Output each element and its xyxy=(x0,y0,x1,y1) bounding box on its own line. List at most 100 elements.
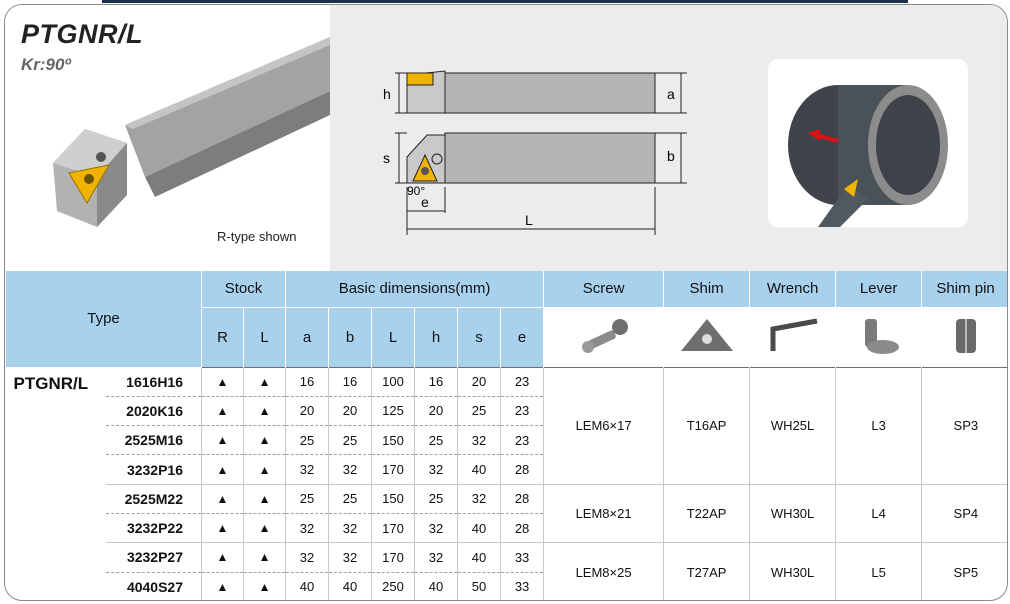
stock-l: ▲ xyxy=(242,396,286,427)
wrench-icon xyxy=(770,318,818,351)
dim-e: 23 xyxy=(500,425,544,456)
col-shim-pin-header: Shim pin xyxy=(921,271,1007,308)
col-shim-header: Shim xyxy=(663,271,751,308)
dim-h: 32 xyxy=(414,542,458,573)
shim-icon xyxy=(680,319,733,351)
wrench-value: WH30L xyxy=(749,542,836,600)
dim-b: 25 xyxy=(328,425,372,456)
col-stock-header: Stock xyxy=(200,271,287,308)
stock-r: ▲ xyxy=(201,572,244,600)
dim-a: 25 xyxy=(285,484,329,514)
shim-pin-value: SP3 xyxy=(921,366,1007,485)
lever-value: L3 xyxy=(835,366,922,485)
shim-value: T27AP xyxy=(663,542,750,600)
col-lever-header: Lever xyxy=(835,271,923,308)
wrench-value: WH25L xyxy=(749,366,836,485)
dim-a: 32 xyxy=(285,454,329,485)
drawing-panel: h a s b 90° e L xyxy=(330,5,1007,271)
dim-b: 16 xyxy=(328,366,372,397)
screw-value: LEM8×21 xyxy=(543,484,664,544)
lever-value: L5 xyxy=(835,542,922,600)
stock-r: ▲ xyxy=(201,484,244,514)
screw-value: LEM8×25 xyxy=(543,542,664,600)
tool-image-panel: PTGNR/L Kr:90º R-type shown xyxy=(5,5,330,271)
tool-holder-illustration xyxy=(53,37,330,227)
top-accent-bar xyxy=(102,0,908,3)
dim-a: 25 xyxy=(285,425,329,456)
dim-h: 16 xyxy=(414,366,458,397)
model-code: 3232P16 xyxy=(105,454,202,485)
shim-pin-value: SP4 xyxy=(921,484,1007,544)
stock-l: ▲ xyxy=(242,513,286,544)
dim-length: 170 xyxy=(371,454,415,485)
model-code: 3232P27 xyxy=(105,542,202,573)
dim-length: 150 xyxy=(371,484,415,514)
stock-l: ▲ xyxy=(242,484,286,514)
col-screw-header: Screw xyxy=(543,271,665,308)
model-code: 2525M22 xyxy=(105,484,202,514)
stock-l: ▲ xyxy=(242,454,286,485)
shim-pin-icon xyxy=(955,319,976,353)
dim-b: 25 xyxy=(328,484,372,514)
stock-l: ▲ xyxy=(242,572,286,600)
dim-a: 32 xyxy=(285,513,329,544)
wrench-image xyxy=(749,307,837,367)
lever-icon xyxy=(864,319,899,354)
dim-s: 32 xyxy=(457,425,501,456)
dim-length: 250 xyxy=(371,572,415,600)
dim-s: 40 xyxy=(457,454,501,485)
dim-h: 32 xyxy=(414,454,458,485)
stock-r: ▲ xyxy=(201,513,244,544)
dim-e: 23 xyxy=(500,396,544,427)
shim-pin-value: SP5 xyxy=(921,542,1007,600)
r-type-note: R-type shown xyxy=(217,229,297,244)
dim-b: 32 xyxy=(328,513,372,544)
dim-h: 40 xyxy=(414,572,458,600)
dim-a: 40 xyxy=(285,572,329,600)
dim-a: 20 xyxy=(285,396,329,427)
dim-a: 16 xyxy=(285,366,329,397)
dim-a: 32 xyxy=(285,542,329,573)
dim-s: 50 xyxy=(457,572,501,600)
dim-e-label: e xyxy=(421,194,429,210)
dim-e: 33 xyxy=(500,542,544,573)
model-code: 1616H16 xyxy=(105,366,202,397)
dim-s: 40 xyxy=(457,513,501,544)
dim-e: 23 xyxy=(500,366,544,397)
stock-l: ▲ xyxy=(242,425,286,456)
sub-header-length: L xyxy=(371,307,416,367)
page-title: PTGNR/L xyxy=(21,19,143,49)
dim-h-label: h xyxy=(383,86,391,102)
dim-b: 20 xyxy=(328,396,372,427)
sub-header-b: b xyxy=(328,307,373,367)
shim-value: T22AP xyxy=(663,484,750,544)
dim-b: 40 xyxy=(328,572,372,600)
dim-length: 170 xyxy=(371,513,415,544)
dim-h: 25 xyxy=(414,425,458,456)
dim-b: 32 xyxy=(328,542,372,573)
dimension-drawing: h a s b 90° e L xyxy=(383,70,687,235)
col-basic-dimensions-header: Basic dimensions(mm) xyxy=(285,271,545,308)
dim-length: 170 xyxy=(371,542,415,573)
catalog-frame: PTGNR/L Kr:90º R-type shown h a xyxy=(4,4,1008,601)
sub-header-L: L xyxy=(242,307,287,367)
sub-header-h: h xyxy=(414,307,459,367)
stock-r: ▲ xyxy=(201,454,244,485)
dim-s: 25 xyxy=(457,396,501,427)
dim-s-label: s xyxy=(383,150,390,166)
screw-icon xyxy=(581,319,628,353)
wrench-value: WH30L xyxy=(749,484,836,544)
dim-s: 20 xyxy=(457,366,501,397)
model-code: 2020K16 xyxy=(105,396,202,427)
col-wrench-header: Wrench xyxy=(749,271,837,308)
sub-header-R: R xyxy=(201,307,244,367)
workpiece-illustration xyxy=(788,85,948,227)
dim-a-label: a xyxy=(667,86,675,102)
dim-length: 125 xyxy=(371,396,415,427)
stock-l: ▲ xyxy=(242,542,286,573)
stock-r: ▲ xyxy=(201,366,244,397)
dim-e: 28 xyxy=(500,513,544,544)
lever-image xyxy=(835,307,923,367)
screw-value: LEM6×17 xyxy=(543,366,664,485)
dim-h: 25 xyxy=(414,484,458,514)
